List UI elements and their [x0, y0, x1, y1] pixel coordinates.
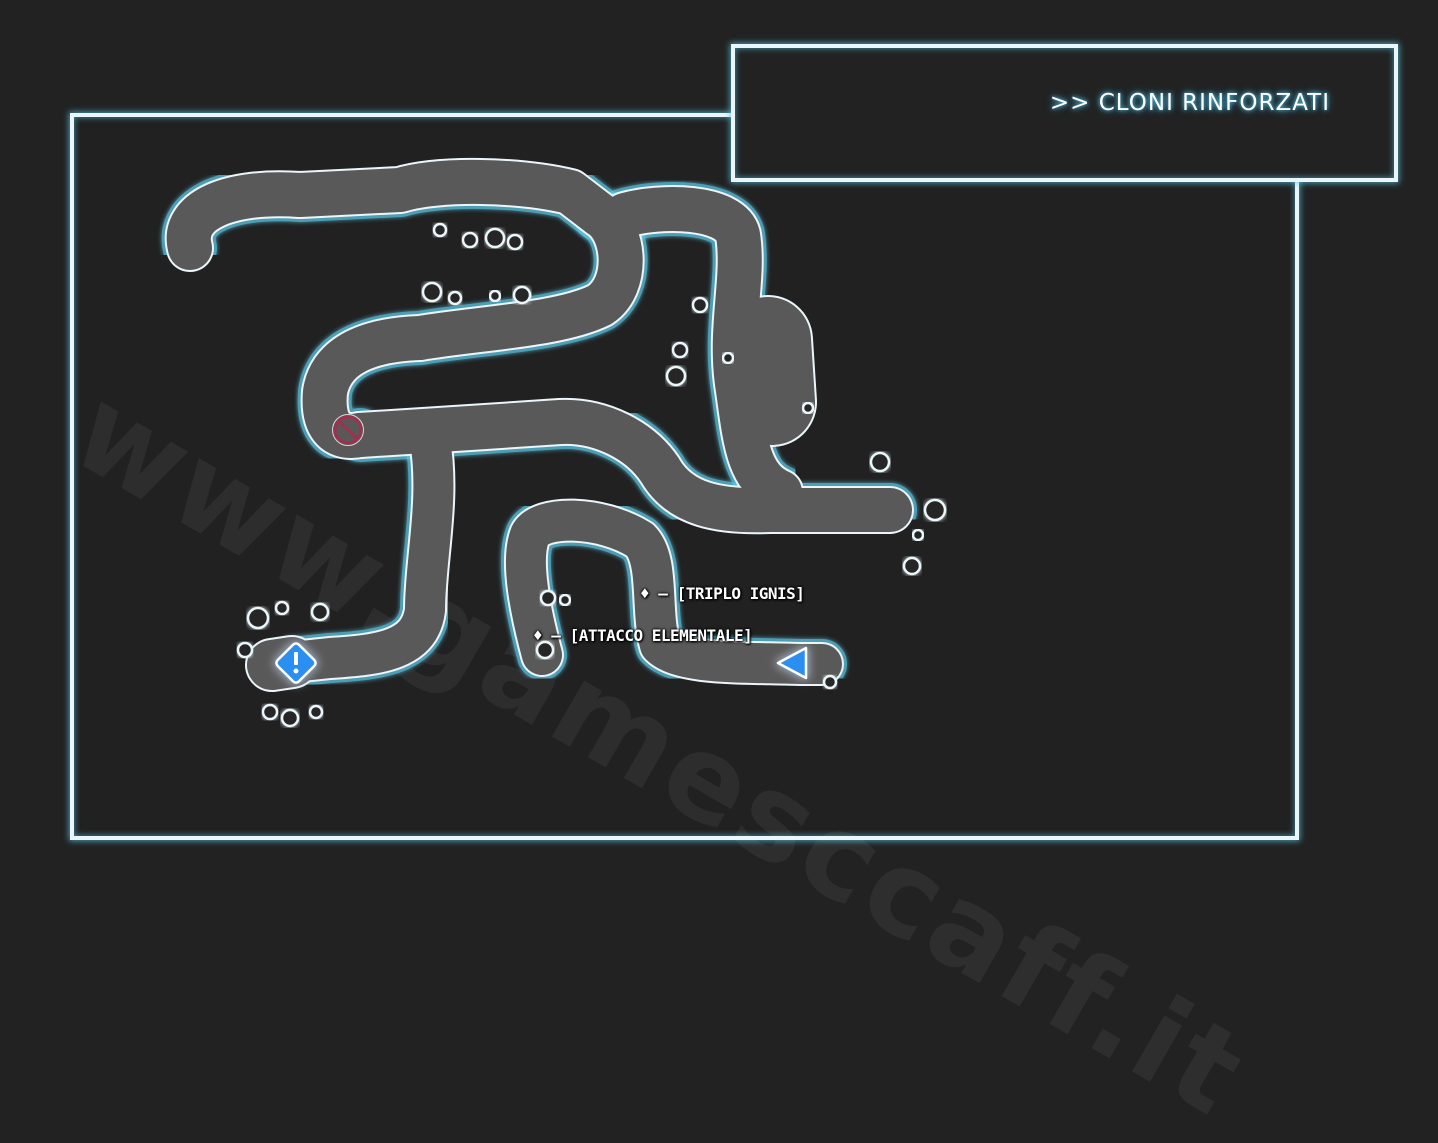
rock — [432, 222, 448, 238]
exclamation-diamond-icon — [275, 642, 317, 684]
dungeon-map — [161, 154, 947, 728]
corridor-segment — [166, 159, 622, 270]
corridor-segment — [338, 399, 912, 533]
rock — [558, 593, 572, 607]
rock — [506, 233, 524, 251]
rock — [280, 708, 300, 728]
loot-label-triplo-ignis: ♦ – [TRIPLO IGNIS] — [640, 584, 805, 603]
rock — [665, 365, 687, 387]
rock — [539, 589, 557, 607]
no-entry-icon — [332, 414, 364, 446]
rock — [535, 640, 555, 660]
rock — [461, 231, 479, 249]
rock — [721, 351, 735, 365]
label-text: [ATTACCO ELEMENTALE] — [569, 626, 753, 645]
corridor-segment — [725, 297, 815, 445]
diamond-icon: ♦ — [640, 584, 650, 603]
rock — [512, 285, 532, 305]
rock — [869, 451, 891, 473]
rock — [310, 602, 330, 622]
rock — [447, 290, 463, 306]
rock — [236, 641, 254, 659]
rock — [274, 600, 290, 616]
corridors — [161, 154, 917, 695]
corridor-segment — [302, 193, 643, 458]
rock — [923, 498, 947, 522]
label-text: [TRIPLO IGNIS] — [676, 584, 805, 603]
corridor-segment — [505, 500, 842, 684]
title-box: >> CLONI RINFORZATI — [731, 44, 1398, 182]
corridor-segment — [272, 420, 454, 682]
rock — [691, 296, 709, 314]
rock — [308, 704, 324, 720]
label-separator: – — [658, 584, 668, 603]
rock — [801, 401, 815, 415]
rock — [911, 528, 925, 542]
label-separator: – — [551, 626, 561, 645]
rock — [488, 289, 502, 303]
rock — [671, 341, 689, 359]
loot-label-attacco-elementale: ♦ – [ATTACCO ELEMENTALE] — [533, 626, 753, 645]
rock — [421, 281, 443, 303]
rock-outcrops — [236, 222, 947, 728]
corridor-segment — [603, 187, 802, 514]
rock — [902, 556, 922, 576]
diamond-icon: ♦ — [533, 626, 543, 645]
rock — [246, 606, 270, 630]
rock — [484, 227, 506, 249]
rock — [261, 703, 279, 721]
map-title: >> CLONI RINFORZATI — [1049, 90, 1330, 116]
rock — [822, 674, 838, 690]
triangle-arrow-icon — [776, 646, 808, 680]
